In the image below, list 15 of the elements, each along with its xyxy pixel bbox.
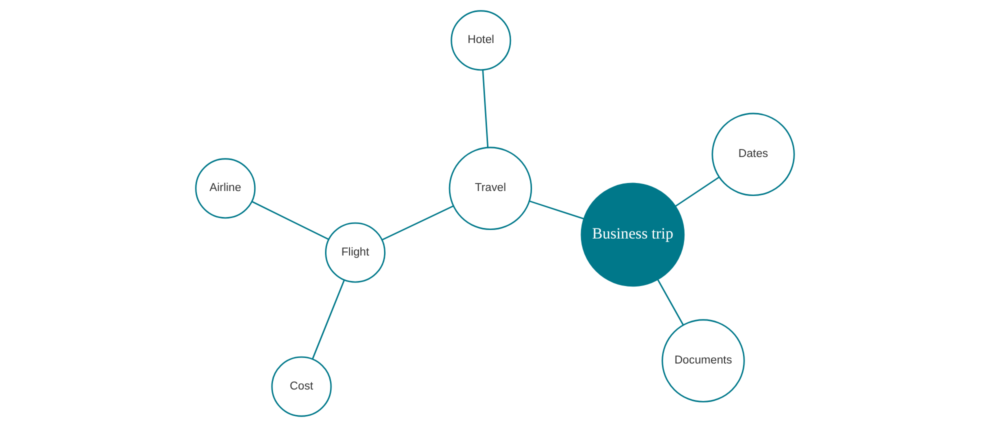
connector [311,280,344,360]
node-circle: Hotel [450,10,511,71]
connector [251,200,328,240]
node-circle: Flight [324,222,385,283]
node-circle: Business trip [580,182,684,287]
node-circle: Travel [448,146,532,230]
connector [656,279,684,326]
connector [674,176,719,207]
node-circle: Cost [270,356,332,417]
node-circle: Documents [661,319,744,402]
node-circle: Airline [194,158,256,219]
connector [528,200,584,220]
connector [381,205,454,240]
node-circle: Dates [711,112,794,196]
connector [482,70,488,148]
